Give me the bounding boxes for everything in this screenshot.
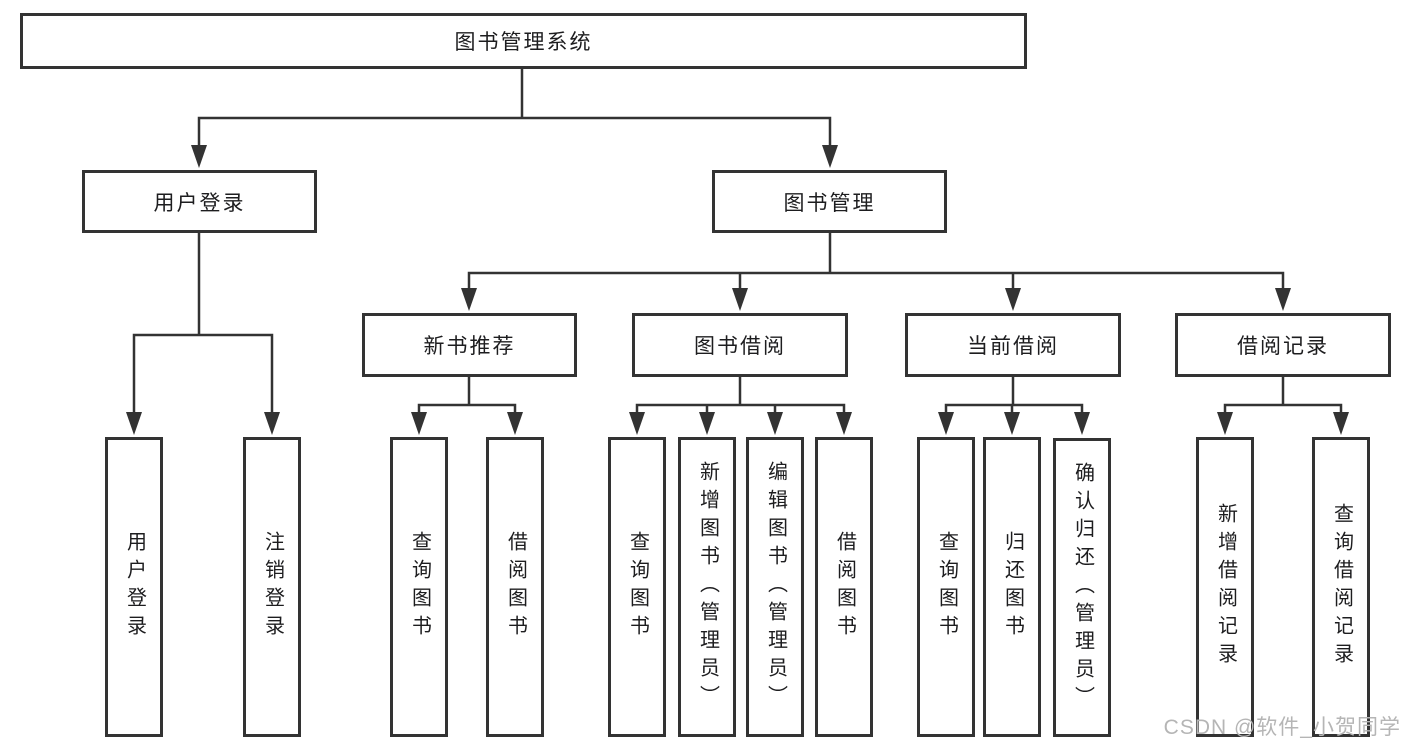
leaf-logout: 注销登录: [243, 437, 301, 737]
node-book-management: 图书管理: [712, 170, 947, 233]
watermark-text: CSDN @软件_小贺同学: [1163, 716, 1401, 739]
node-borrowing-records: 借阅记录: [1175, 313, 1391, 377]
leaf-add-borrow-record: 新增借阅记录: [1196, 437, 1254, 737]
node-book-borrowing: 图书借阅: [632, 313, 848, 377]
leaf-borrow-books-borrowing: 借阅图书: [815, 437, 873, 737]
leaf-borrow-books-recommend: 借阅图书: [486, 437, 544, 737]
leaf-add-books-admin: 新增图书（管理员）: [678, 437, 736, 737]
leaf-user-login: 用户登录: [105, 437, 163, 737]
leaf-query-books-current: 查询图书: [917, 437, 975, 737]
leaf-query-borrow-record: 查询借阅记录: [1312, 437, 1370, 737]
leaf-edit-books-admin: 编辑图书（管理员）: [746, 437, 804, 737]
node-current-borrowing: 当前借阅: [905, 313, 1121, 377]
leaf-confirm-return-admin: 确认归还（管理员）: [1053, 438, 1111, 737]
leaf-query-books-recommend: 查询图书: [390, 437, 448, 737]
arrowhead-icons: [126, 145, 1349, 435]
leaf-return-books: 归还图书: [983, 437, 1041, 737]
leaf-query-books-borrowing: 查询图书: [608, 437, 666, 737]
node-library-management-system: 图书管理系统: [20, 13, 1027, 69]
node-user-login: 用户登录: [82, 170, 317, 233]
node-new-book-recommendation: 新书推荐: [362, 313, 577, 377]
